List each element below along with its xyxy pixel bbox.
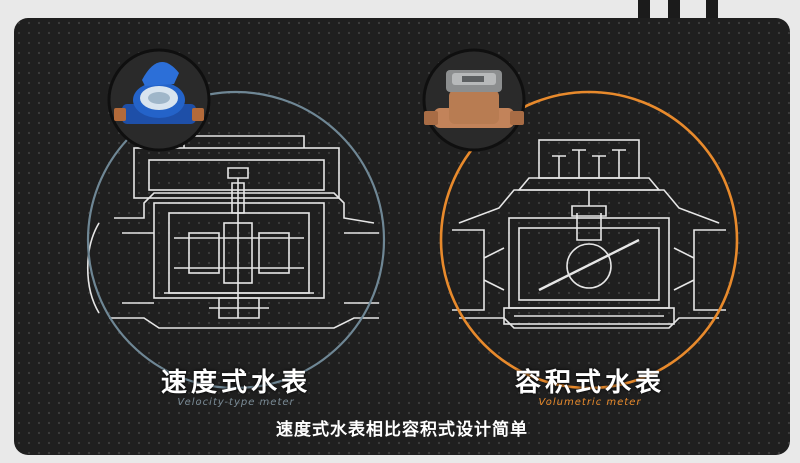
brass-water-meter-icon — [422, 48, 526, 152]
volumetric-meter-ring — [439, 90, 739, 390]
top-decoration — [638, 0, 748, 20]
velocity-meter-title-group: 速度式水表 Velocity-type meter — [136, 362, 336, 408]
volumetric-meter-cutaway — [452, 139, 726, 329]
velocity-meter-cutaway — [86, 135, 379, 329]
meter-comparison-illustration — [86, 48, 739, 390]
blue-water-meter-icon — [107, 48, 211, 152]
volumetric-meter-title-group: 容积式水表 Volumetric meter — [490, 362, 690, 408]
velocity-meter-title: 速度式水表 — [160, 368, 311, 398]
velocity-meter-ring — [86, 90, 386, 390]
video-subtitle-caption: 速度式水表相比容积式设计简单 — [276, 420, 528, 440]
comparison-panel: 速度式水表 Velocity-type meter 容积式水表 Volumetr… — [14, 18, 790, 455]
volumetric-meter-subtitle: Volumetric meter — [538, 397, 642, 408]
velocity-meter-subtitle: Velocity-type meter — [177, 397, 295, 408]
volumetric-meter-title: 容积式水表 — [514, 368, 665, 398]
